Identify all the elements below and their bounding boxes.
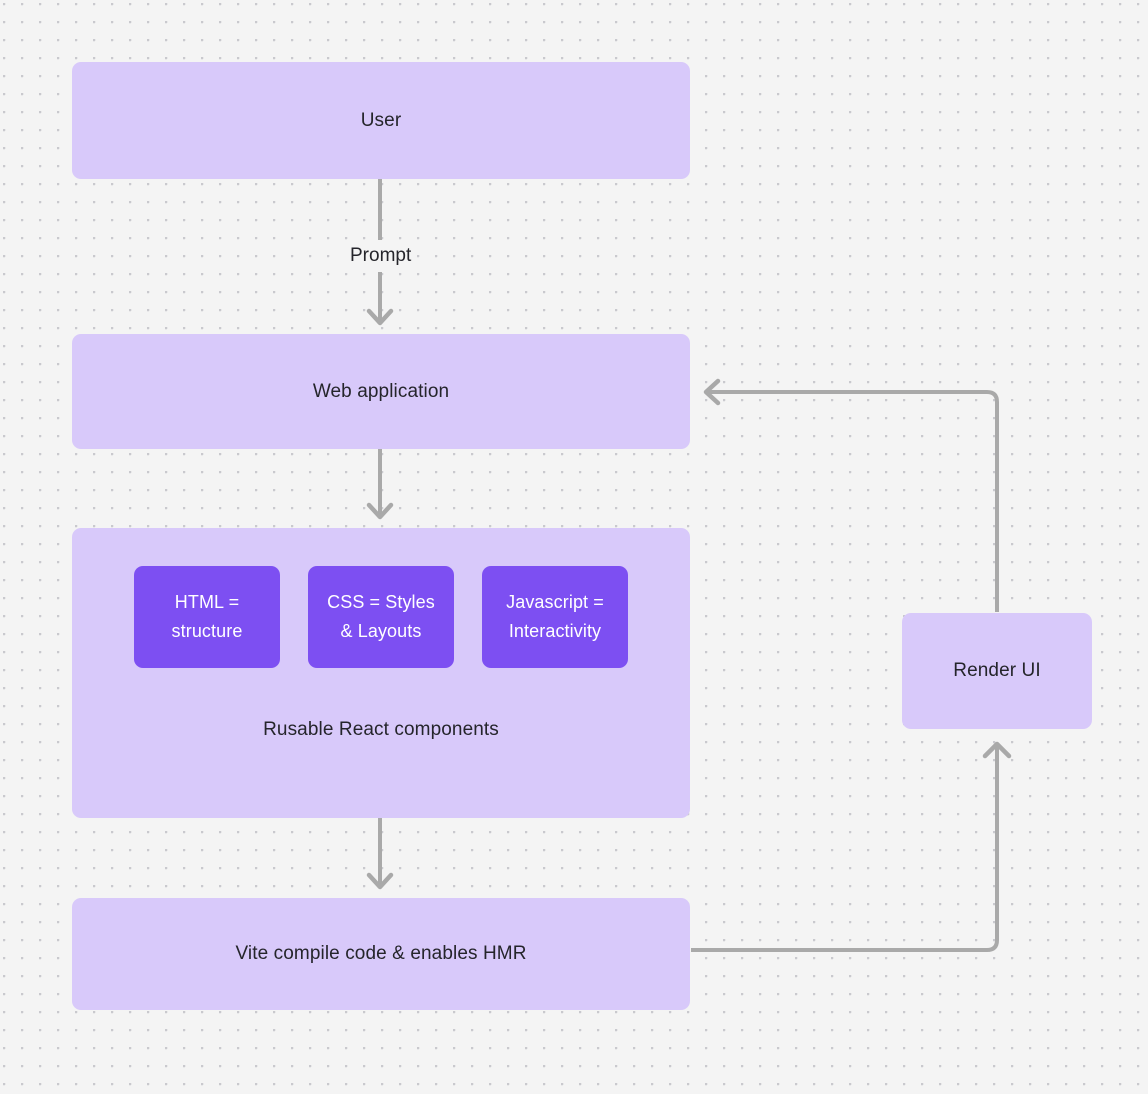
node-react-components[interactable]: HTML = structure CSS = Styles & Layouts … — [72, 528, 690, 818]
edge-render-ui-to-web-app — [703, 378, 999, 612]
node-render-ui-label: Render UI — [953, 660, 1041, 682]
chip-css[interactable]: CSS = Styles & Layouts — [308, 566, 454, 668]
edge-label-prompt: Prompt — [344, 245, 418, 267]
node-react-components-caption: Rusable React components — [263, 719, 499, 740]
edge-web-app-to-components — [366, 449, 394, 520]
node-user-label: User — [360, 109, 402, 131]
chip-html[interactable]: HTML = structure — [134, 566, 280, 668]
chip-html-label: HTML = structure — [171, 592, 243, 641]
node-web-application[interactable]: Web application — [72, 334, 690, 449]
node-vite[interactable]: Vite compile code & enables HMR — [72, 898, 690, 1010]
node-vite-label: Vite compile code & enables HMR — [235, 943, 527, 965]
node-web-application-label: Web application — [312, 380, 450, 402]
chip-css-label: CSS = Styles & Layouts — [327, 592, 435, 641]
edge-vite-to-render-ui — [691, 741, 1012, 952]
node-render-ui[interactable]: Render UI — [902, 613, 1092, 729]
chip-group: HTML = structure CSS = Styles & Layouts … — [72, 566, 690, 668]
node-user[interactable]: User — [72, 62, 690, 179]
chip-javascript-label: Javascript = Interactivity — [506, 592, 604, 641]
edge-components-to-vite — [366, 818, 394, 890]
chip-javascript[interactable]: Javascript = Interactivity — [482, 566, 628, 668]
